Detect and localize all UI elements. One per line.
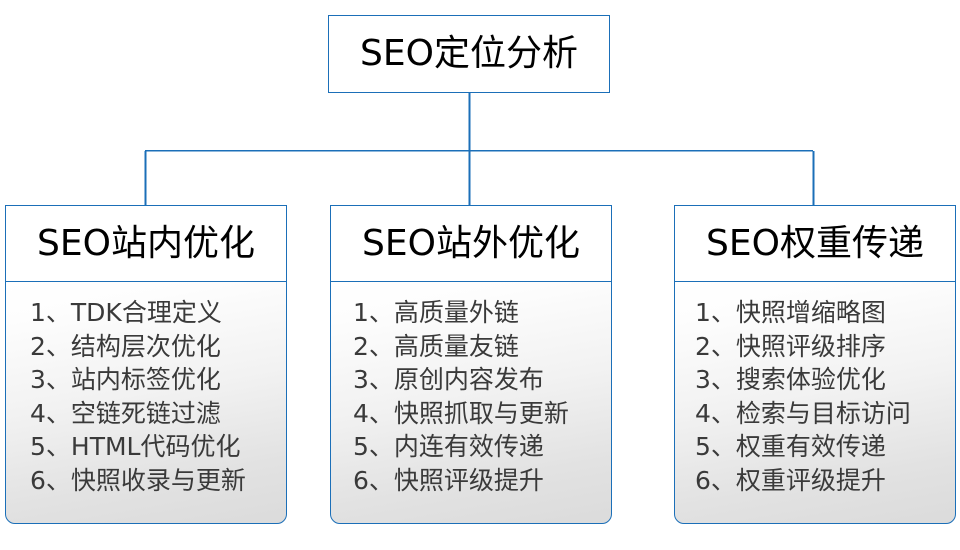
branch-body-seo-onsite: 1、TDK合理定义 2、结构层次优化 3、站内标签优化 4、空链死链过滤 5、H… [5,281,287,525]
branch-header-seo-weight[interactable]: SEO权重传递 [674,205,956,283]
root-node[interactable]: SEO定位分析 [328,15,610,93]
list-item: 2、结构层次优化 [30,331,221,361]
list-item: 4、快照抓取与更新 [353,398,569,428]
list-item: 6、快照评级提升 [353,465,544,495]
branch-item-list: 1、TDK合理定义 2、结构层次优化 3、站内标签优化 4、空链死链过滤 5、H… [6,296,286,497]
branch-body-seo-weight: 1、快照增缩略图 2、快照评级排序 3、搜索体验优化 4、检索与目标访问 5、权… [674,281,956,525]
list-item: 5、内连有效传递 [353,432,544,462]
list-item: 2、高质量友链 [353,331,519,361]
list-item: 6、权重评级提升 [695,465,886,495]
list-item: 5、权重有效传递 [695,432,886,462]
branch-item-list: 1、快照增缩略图 2、快照评级排序 3、搜索体验优化 4、检索与目标访问 5、权… [675,296,955,497]
branch-header-seo-offsite[interactable]: SEO站外优化 [330,205,612,283]
branch-column-seo-onsite: SEO站内优化 1、TDK合理定义 2、结构层次优化 3、站内标签优化 4、空链… [5,205,287,525]
branch-header-label: SEO站内优化 [37,223,255,264]
branch-column-seo-offsite: SEO站外优化 1、高质量外链 2、高质量友链 3、原创内容发布 4、快照抓取与… [330,205,612,525]
list-item: 2、快照评级排序 [695,331,886,361]
list-item: 6、快照收录与更新 [30,465,246,495]
branch-item-list: 1、高质量外链 2、高质量友链 3、原创内容发布 4、快照抓取与更新 5、内连有… [331,296,611,497]
branch-header-label: SEO站外优化 [362,223,580,264]
list-item: 1、快照增缩略图 [695,298,886,328]
list-item: 1、高质量外链 [353,298,519,328]
list-item: 4、空链死链过滤 [30,398,221,428]
branch-header-label: SEO权重传递 [706,223,924,264]
branch-column-seo-weight: SEO权重传递 1、快照增缩略图 2、快照评级排序 3、搜索体验优化 4、检索与… [674,205,956,525]
branch-body-seo-offsite: 1、高质量外链 2、高质量友链 3、原创内容发布 4、快照抓取与更新 5、内连有… [330,281,612,525]
list-item: 5、HTML代码优化 [30,432,241,462]
branch-header-seo-onsite[interactable]: SEO站内优化 [5,205,287,283]
list-item: 4、检索与目标访问 [695,398,911,428]
root-node-label: SEO定位分析 [360,33,578,74]
list-item: 1、TDK合理定义 [30,298,222,328]
list-item: 3、原创内容发布 [353,365,544,395]
list-item: 3、搜索体验优化 [695,365,886,395]
list-item: 3、站内标签优化 [30,365,221,395]
